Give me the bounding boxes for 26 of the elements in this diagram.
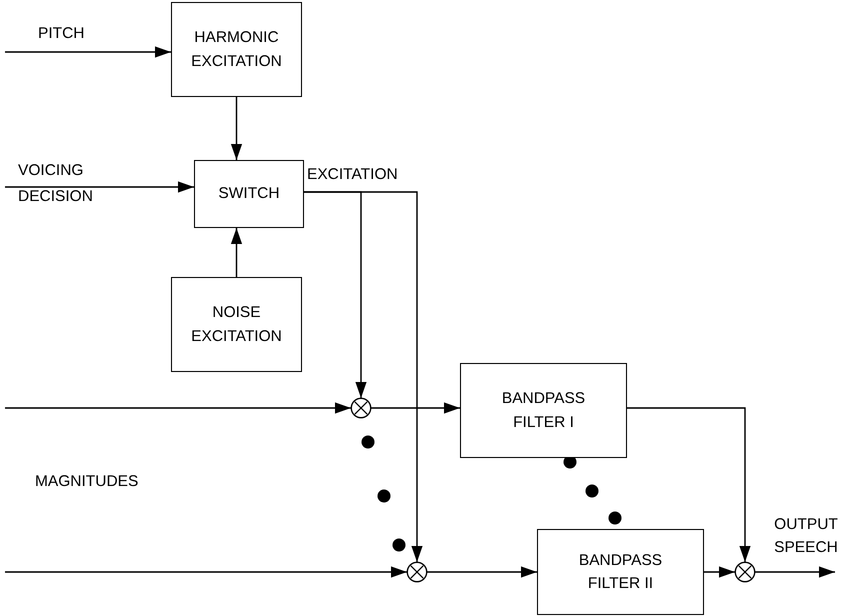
arrow	[427, 566, 537, 578]
multiplier-circle	[351, 398, 371, 418]
arrow	[371, 402, 460, 414]
process-box	[460, 363, 627, 458]
process-box	[171, 277, 302, 372]
edge-label: VOICING DECISION	[18, 161, 94, 207]
process-box	[537, 529, 704, 615]
arrow	[5, 181, 194, 193]
arrow	[627, 407, 751, 562]
arrow	[755, 566, 835, 578]
box-label: SWITCH	[218, 184, 280, 204]
process-box	[171, 2, 302, 97]
arrow	[5, 46, 171, 58]
arrow	[704, 566, 735, 578]
process-box	[194, 160, 304, 228]
arrow	[304, 191, 423, 562]
box-label: BANDPASS FILTER I	[500, 389, 586, 432]
arrow	[5, 402, 351, 414]
multiplier-circle	[407, 562, 427, 582]
box-label: NOISE EXCITATION	[190, 303, 283, 346]
arrow	[230, 97, 242, 160]
box-label: BANDPASS FILTER II	[578, 550, 664, 594]
box-label: HARMONIC EXCITATION	[190, 28, 283, 72]
multiplier-circle	[735, 562, 755, 582]
arrow	[5, 566, 407, 578]
arrow	[230, 228, 242, 277]
